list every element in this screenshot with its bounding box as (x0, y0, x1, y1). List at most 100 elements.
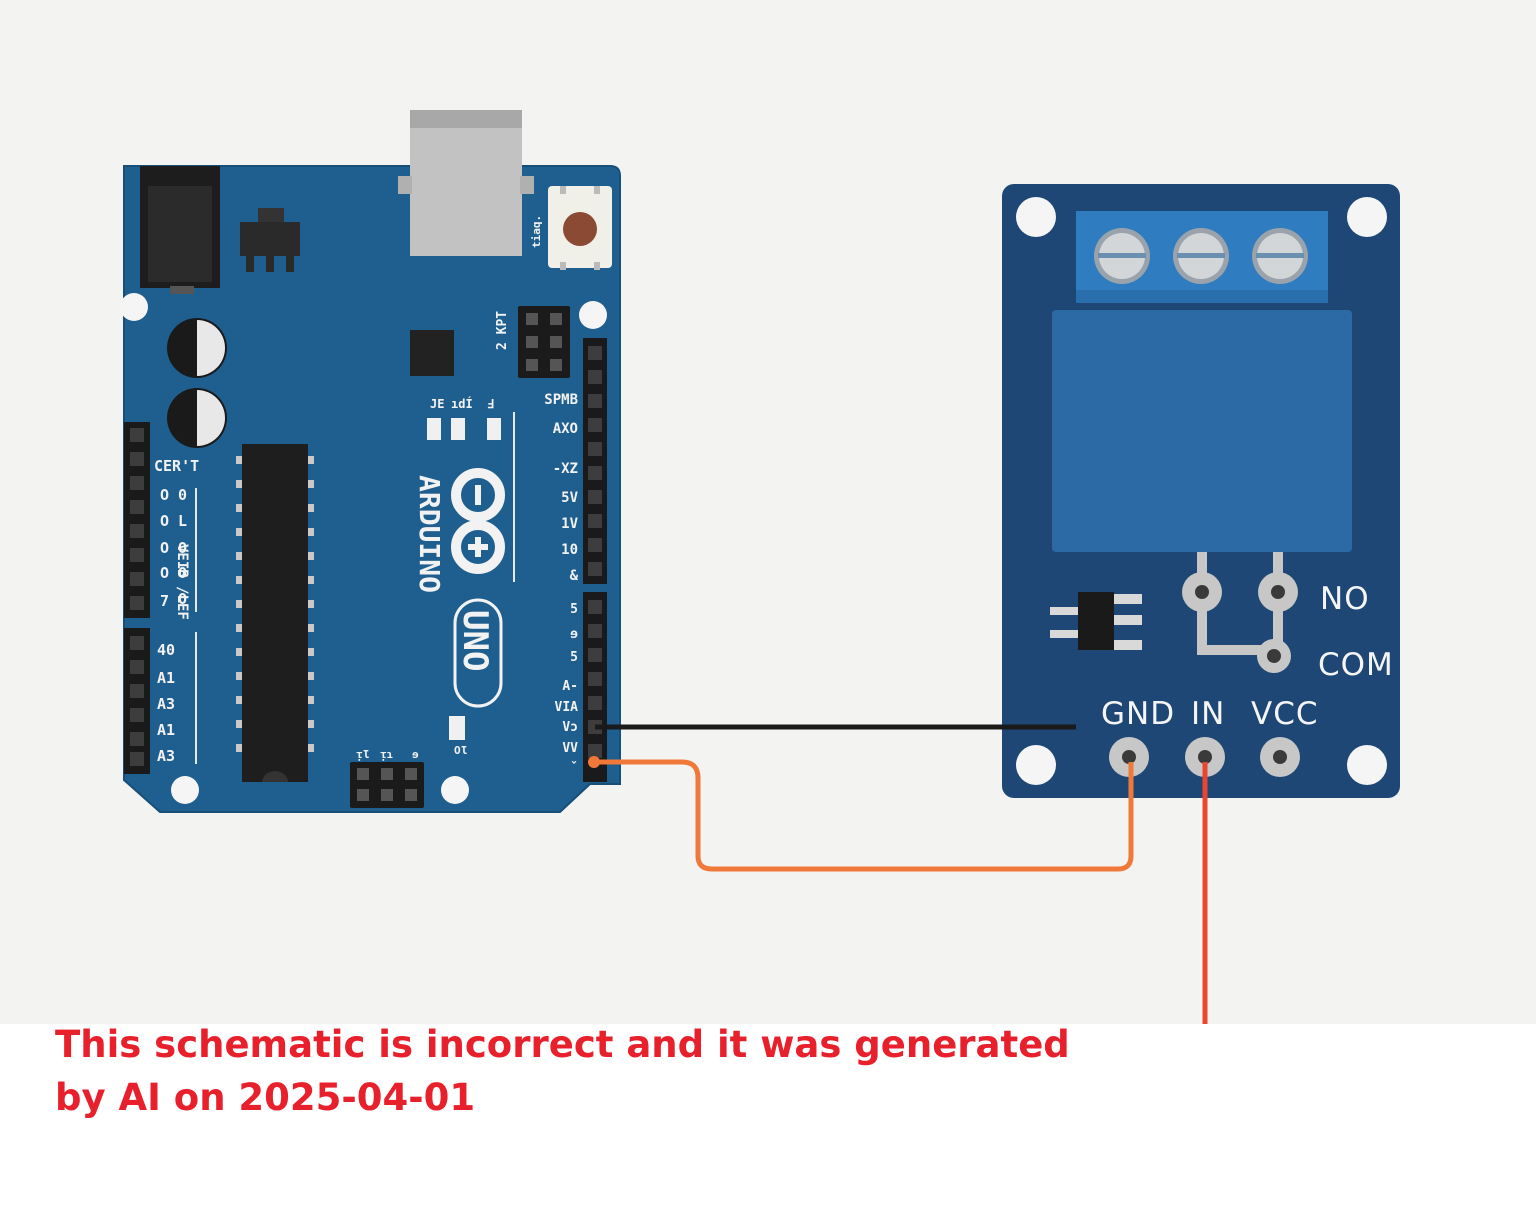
small-label-item: ᴉƖ (356, 748, 370, 761)
screw-icon (1252, 228, 1308, 284)
warning-caption: This schematic is incorrect and it was g… (55, 1018, 1155, 1124)
right-header-digital-top-icon (583, 338, 607, 584)
caption-line-2: by AI on 2025-04-01 (55, 1076, 476, 1119)
top-header-label-item: ΑXO (553, 421, 578, 437)
mounting-hole-icon (1347, 197, 1387, 237)
board-name-label: UNO (455, 610, 495, 671)
led-label-item: Ⅎ (487, 397, 494, 411)
led-label-item: JE (430, 397, 444, 411)
contact-label-com: COM (1318, 647, 1394, 683)
analog-label-item: A3 (157, 747, 175, 765)
chip-pins (236, 456, 314, 752)
mounting-hole-icon (1016, 745, 1056, 785)
analog-label-item: A1 (157, 721, 175, 739)
caption-line-1: This schematic is incorrect and it was g… (55, 1023, 1070, 1066)
pin-pad-vcc-icon (1260, 737, 1300, 777)
led-labels: JE ıdÍ Ⅎ (430, 396, 494, 411)
analog-label-item: 40 (157, 641, 175, 659)
icsp-header-bottom-icon (350, 762, 424, 808)
pin-pad-gnd-icon (1109, 737, 1149, 777)
screw-icon (1094, 228, 1150, 284)
right-header-digital-bottom-icon (583, 592, 607, 782)
left-col2-item: 0 (178, 486, 187, 504)
mounting-hole-icon (441, 776, 469, 804)
contact-label-no: NO (1320, 581, 1370, 617)
reset-label: tiaq. (530, 215, 543, 248)
usb-controller-chip-icon (410, 330, 454, 376)
side-label: VEIB /LEF (174, 544, 190, 620)
small-labels: ᴉƖ ᴉɿ ɘ OƖ (356, 744, 468, 761)
bottom-header-label-item: 5 (570, 650, 578, 665)
pin-pad-in-icon (1185, 737, 1225, 777)
relay-body-icon (1052, 310, 1352, 552)
small-label-item: ɘ (412, 748, 419, 761)
mounting-hole-icon (1347, 745, 1387, 785)
relay-module: NO COM GND IN VCC (1002, 184, 1400, 798)
capacitor-icon (167, 318, 227, 378)
reset-button-icon (548, 186, 612, 270)
left-col1-item: 7 (160, 592, 169, 610)
arduino-uno-board: ARDUINO UNO SPMB ΑXO -XZ 5V 1V 10 & 5 ɘ 5A- VIA Vɔ… (120, 110, 621, 813)
bottom-header-label-item: VV (562, 741, 578, 756)
small-label-item: ᴉɿ (380, 748, 393, 761)
bottom-header-label-item: A- (562, 679, 578, 694)
wire-orange (594, 759, 1134, 872)
led-icon (487, 418, 501, 440)
top-header-label-item: 10 (561, 542, 578, 558)
top-header-label-item: 1V (561, 516, 578, 532)
left-col2-item: O (178, 539, 187, 557)
bottom-header-label-item: VIA (555, 700, 579, 715)
arduino-logo-icon (451, 468, 505, 574)
brand-label: ARDUINO (413, 475, 446, 593)
capacitor-icon (167, 388, 227, 448)
pin-label-vcc: VCC (1251, 696, 1319, 732)
top-header-label-item: SPMB (544, 392, 578, 408)
mounting-hole-icon (120, 293, 148, 321)
left-col2-item: O (178, 564, 187, 582)
led-label-item: ıdÍ (451, 396, 473, 411)
left-col1-item: O (160, 564, 169, 582)
led-icon (451, 418, 465, 440)
pin-label-gnd: GND (1101, 696, 1175, 732)
atmega-chip-icon (242, 444, 308, 782)
screw-icon (1173, 228, 1229, 284)
pin-label-in: IN (1191, 696, 1225, 732)
mounting-hole-icon (1016, 197, 1056, 237)
power-jack-icon (140, 166, 220, 294)
left-col1-item: O (160, 486, 169, 504)
contact-pads (1182, 552, 1298, 673)
transistor-icon (1050, 592, 1142, 650)
led-icon (449, 716, 465, 740)
top-header-labels: SPMB ΑXO -XZ 5V 1V 10 & (544, 392, 578, 584)
bottom-header-label-item: ˇ (570, 761, 578, 776)
left-col1-item: O (160, 539, 169, 557)
bottom-header-label-item: ɘ (570, 627, 578, 642)
cert-label: CER'T (154, 457, 199, 475)
top-header-label-item: -XZ (553, 461, 578, 477)
uno-badge-icon (453, 598, 503, 708)
left-col1-item: O (160, 512, 169, 530)
mounting-hole-icon (579, 301, 607, 329)
top-header-label-item: 5V (561, 490, 578, 506)
screw-terminal-block-icon (1076, 211, 1328, 303)
led-icon (427, 418, 441, 440)
left-header-analog-icon (124, 628, 150, 774)
wiring-diagram: ARDUINO UNO SPMB ΑXO -XZ 5V 1V 10 & 5 ɘ 5A- VIA Vɔ… (120, 110, 1400, 1024)
icsp-label: 2 KPT (495, 311, 510, 350)
left-col2-item: L (178, 512, 187, 530)
top-header-label-item: & (570, 568, 579, 584)
small-label-item: OƖ (454, 744, 468, 757)
usb-port-icon (398, 110, 534, 256)
bottom-header-label-item: 5 (570, 602, 578, 617)
analog-label-item: A1 (157, 669, 175, 687)
wires (588, 724, 1208, 1024)
voltage-regulator-icon (240, 208, 300, 272)
left-col2-item: O (178, 590, 187, 608)
bottom-header-label-item: Vɔ (562, 720, 578, 735)
mounting-hole-icon (171, 776, 199, 804)
analog-label-item: A3 (157, 695, 175, 713)
